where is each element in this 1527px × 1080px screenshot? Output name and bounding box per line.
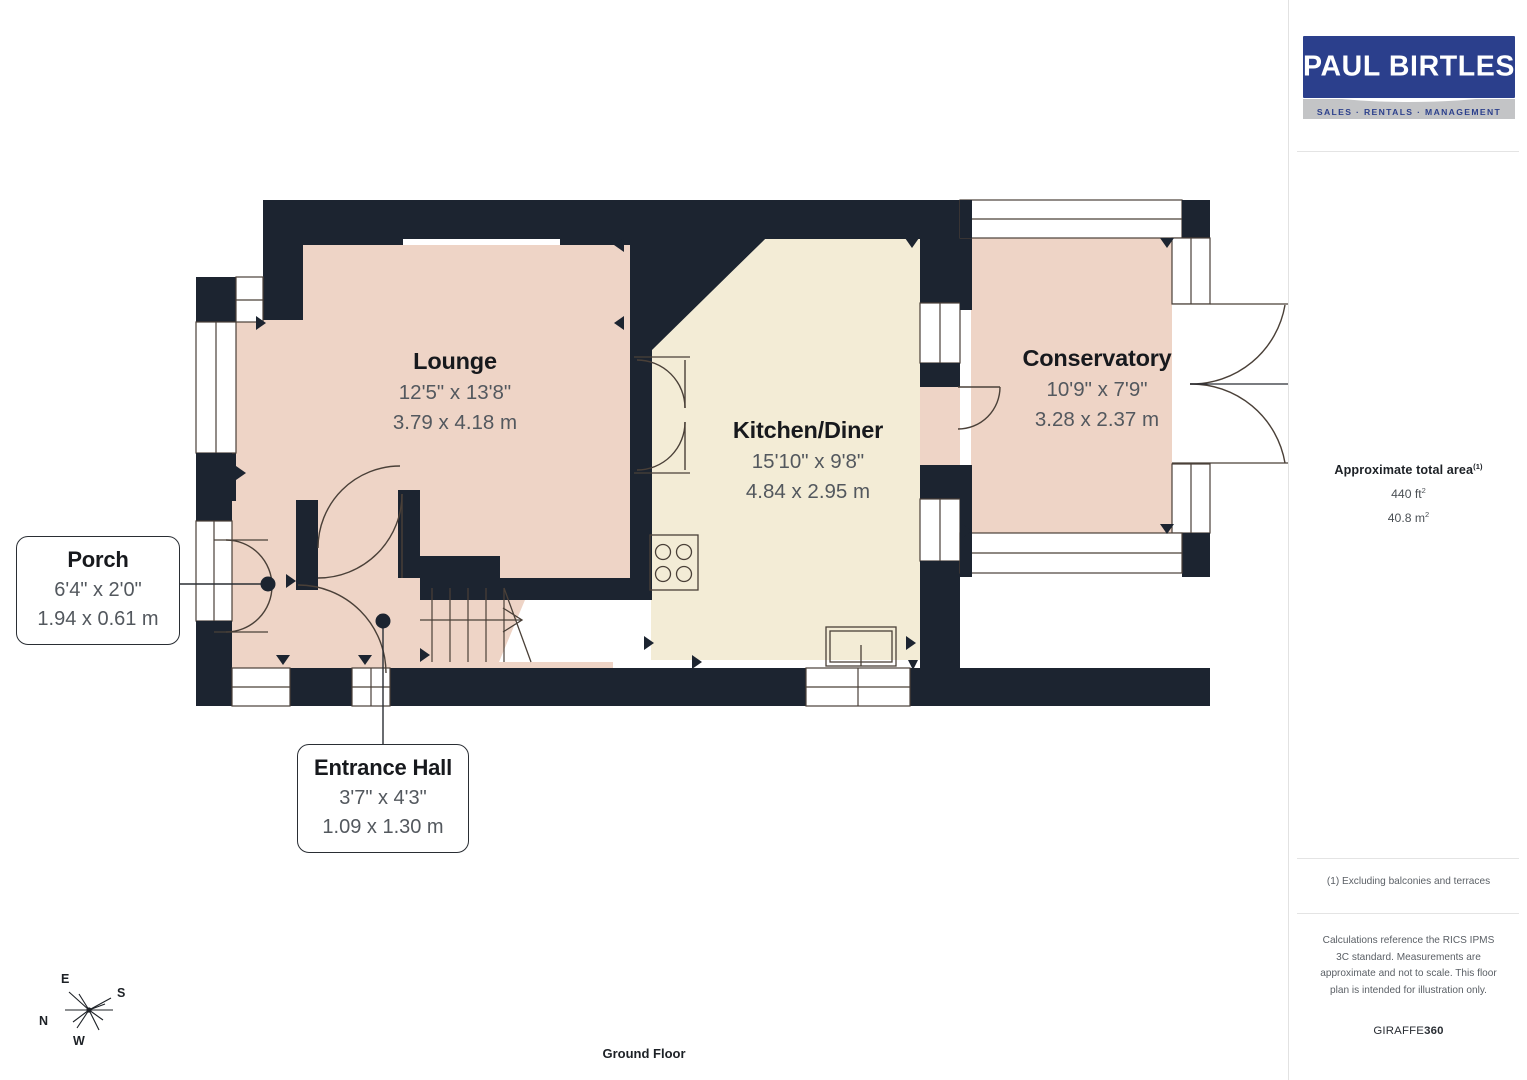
sidebar-divider-lower — [1297, 913, 1519, 914]
floor-plan-drawing — [146, 199, 1288, 748]
stair-landing-void — [499, 588, 613, 662]
info-sidebar: PAUL BIRTLES SALES · RENTALS · MANAGEMEN… — [1288, 0, 1527, 1080]
wall-left-lower — [196, 453, 232, 501]
compass-label-west: W — [73, 1034, 85, 1048]
room-name-entrance-hall: Entrance Hall — [313, 755, 452, 780]
sidebar-divider-top — [1297, 151, 1519, 152]
floor-caption: Ground Floor — [602, 1046, 686, 1061]
wall-lounge-top-right — [560, 239, 652, 320]
sidebar-divider-mid — [1297, 858, 1519, 859]
floor-plan-canvas: Lounge 12'5" x 13'8" 3.79 x 4.18 m Kitch… — [16, 199, 1288, 1061]
door-swing-porch-lower — [225, 585, 273, 633]
door-swing-hall-lower — [297, 584, 387, 674]
provider-brand-suffix: 360 — [1424, 1025, 1444, 1037]
compass-label-east: E — [61, 972, 70, 986]
total-area-sqft: 440 ft2 — [1289, 486, 1527, 501]
hob-burner — [675, 565, 693, 583]
wall-conservatory-right-pier — [1182, 533, 1210, 577]
wall-hall-lounge-partition — [296, 500, 318, 590]
logo-banner: PAUL BIRTLES — [1303, 36, 1515, 98]
room-dim-imperial-porch: 6'4" x 2'0" — [54, 579, 142, 601]
room-fill-conservatory — [971, 237, 1172, 533]
room-dim-metric-entrance-hall: 1.09 x 1.30 m — [322, 816, 444, 838]
room-dim-imperial-entrance-hall: 3'7" x 4'3" — [339, 787, 427, 809]
leader-dot-porch — [260, 576, 276, 592]
logo-tagline: SALES · RENTALS · MANAGEMENT — [1316, 107, 1502, 117]
wall-kitchen-right-mid — [920, 363, 960, 387]
hob-burner — [654, 543, 672, 561]
door-swing-hall-to-lounge — [317, 493, 403, 579]
wall-conservatory-top-right-pier — [1182, 200, 1210, 238]
company-logo: PAUL BIRTLES SALES · RENTALS · MANAGEMEN… — [1303, 36, 1515, 119]
total-area-sqm-value: 40.8 m — [1387, 511, 1426, 526]
compass-label-north: N — [39, 1014, 49, 1028]
total-area-sqm: 40.8 m2 — [1289, 510, 1527, 525]
room-fill-lounge-body — [300, 235, 652, 580]
door-swing-lounge-lower — [636, 421, 686, 471]
sqm-superscript: 2 — [1425, 510, 1430, 520]
wall-conservatory-left-lower — [960, 465, 972, 533]
hob-unit — [649, 534, 699, 591]
compass-rose: E S N W — [33, 972, 145, 1052]
callout-entrance-hall: Entrance Hall 3'7" x 4'3" 1.09 x 1.30 m — [297, 744, 469, 853]
door-swing-conservatory-right-upper — [1189, 304, 1286, 385]
wall-porch-left-top — [196, 501, 232, 521]
room-dim-metric-porch: 1.94 x 0.61 m — [37, 608, 159, 630]
leader-dot-entrance-hall — [375, 613, 391, 629]
door-swing-kitchen-conservatory — [957, 386, 1001, 430]
wall-kitchen-angle — [652, 239, 765, 350]
logo-strip-curve — [1303, 99, 1515, 102]
logo-tagline-strip: SALES · RENTALS · MANAGEMENT — [1303, 99, 1515, 119]
door-swing-conservatory-right-lower — [1189, 383, 1286, 464]
wall-porch-left-bottom — [196, 621, 232, 668]
hob-burner — [654, 565, 672, 583]
room-fill-lounge-left-alcove — [232, 320, 304, 500]
provider-brand: GIRAFFE360 — [1289, 1025, 1527, 1037]
wall-kitchen-right-mid2 — [920, 465, 960, 499]
total-area-block: Approximate total area(1) 440 ft2 40.8 m… — [1289, 462, 1527, 525]
hob-burner — [675, 543, 693, 561]
wall-kitchen-left-lower — [630, 500, 652, 580]
wall-lounge-south — [420, 578, 652, 592]
wall-conservatory-top-left-pier — [960, 200, 972, 238]
total-area-title-text: Approximate total area — [1334, 463, 1474, 478]
total-area-title-footnote-marker: (1) — [1473, 462, 1483, 471]
wall-lounge-bottom-step — [398, 556, 460, 578]
total-area-sqft-value: 440 ft — [1391, 487, 1422, 502]
room-fill-hall-upper — [296, 500, 420, 578]
room-fill-kitchen-main — [651, 239, 918, 660]
wall-conservatory-bottom-left-pier — [960, 533, 972, 577]
total-area-title: Approximate total area(1) — [1289, 462, 1527, 477]
disclaimer-text: Calculations reference the RICS IPMS 3C … — [1320, 935, 1497, 996]
staircase — [420, 587, 532, 663]
footnote-text: (1) Excluding balconies and terraces — [1326, 876, 1491, 887]
wall-kitchen-top — [765, 200, 960, 239]
wall-lounge-top-notch — [303, 239, 403, 245]
wall-kitchen-right-top — [920, 239, 960, 303]
provider-brand-prefix: GIRAFFE — [1373, 1025, 1425, 1037]
wall-bottom-band — [196, 668, 1210, 706]
wall-bay-top-block — [196, 277, 236, 322]
sqft-superscript: 2 — [1421, 486, 1426, 496]
door-swing-lounge-upper — [636, 359, 686, 409]
door-swing-hall-top — [317, 465, 401, 549]
dimension-arrows — [146, 238, 1174, 670]
compass-needle-icon — [65, 991, 113, 1031]
door-opening-kitchen-conservatory — [920, 387, 960, 465]
callout-porch: Porch 6'4" x 2'0" 1.94 x 0.61 m — [16, 536, 180, 645]
wall-kitchen-right-bottom — [920, 561, 960, 668]
logo-company-name: PAUL BIRTLES — [1303, 50, 1515, 83]
compass-label-south: S — [117, 986, 126, 1000]
room-name-porch: Porch — [67, 547, 129, 572]
wall-lounge-lower-edge — [460, 556, 500, 578]
